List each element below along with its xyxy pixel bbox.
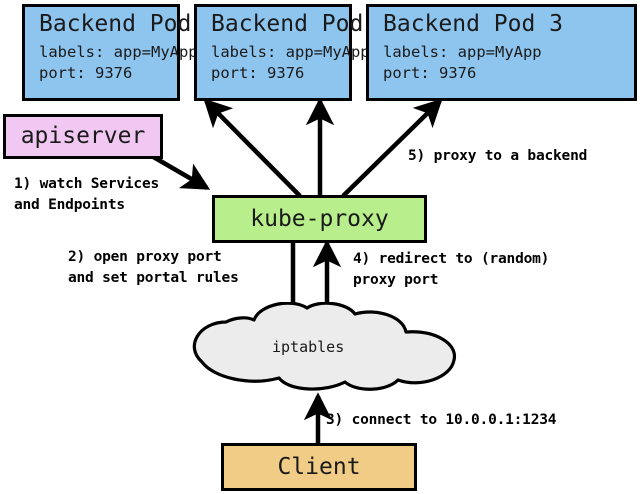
edge-label-step2: 2) open proxy port and set portal rules [68,247,239,289]
iptables-label: iptables [272,338,345,356]
edge-label-step1-line1: 1) watch Services [14,176,160,192]
pod3-port: port: 9376 [383,64,477,83]
edge-label-step1: 1) watch Services and Endpoints [14,174,159,216]
edge-label-step4-line1: 4) redirect to (random) [353,251,550,267]
edge-label-step2-line1: 2) open proxy port [68,249,222,265]
node-backend-pod-1[interactable]: Backend Pod 1 labels: app=MyApp port: 93… [22,4,220,101]
pod2-port: port: 9376 [211,64,305,83]
arrow-apiserver-to-kubeproxy [148,153,211,190]
pod3-title: Backend Pod 3 [383,11,564,37]
node-kube-proxy[interactable]: kube-proxy [212,195,427,243]
pod1-port: port: 9376 [39,64,133,83]
node-apiserver[interactable]: apiserver [3,114,163,159]
node-backend-pod-3[interactable]: Backend Pod 3 labels: app=MyApp port: 93… [366,4,637,101]
arrow-kubeproxy-to-pod3 [341,98,443,198]
edge-label-step1-line2: and Endpoints [14,197,125,214]
edge-label-step4: 4) redirect to (random) proxy port [353,249,549,291]
pod3-labels: labels: app=MyApp [383,43,542,62]
apiserver-title: apiserver [20,123,146,150]
node-backend-pod-2[interactable]: Backend Pod 2 labels: app=MyApp port: 93… [194,4,392,101]
pod2-title: Backend Pod 2 [211,11,392,37]
edge-label-step3: 3) connect to 10.0.0.1:1234 [326,412,557,428]
pod1-title: Backend Pod 1 [39,11,220,37]
node-client[interactable]: Client [221,443,417,491]
pod1-labels: labels: app=MyApp [39,43,198,62]
edge-label-step5: 5) proxy to a backend [408,148,588,164]
iptables-cloud [192,302,456,391]
client-title: Client [277,453,361,480]
arrow-kubeproxy-to-pod1 [203,98,302,198]
edge-label-step2-line2: and set portal rules [68,270,239,287]
kubeproxy-title: kube-proxy [250,205,389,232]
pod2-labels: labels: app=MyApp [211,43,370,62]
edge-label-step4-line2: proxy port [353,272,439,289]
